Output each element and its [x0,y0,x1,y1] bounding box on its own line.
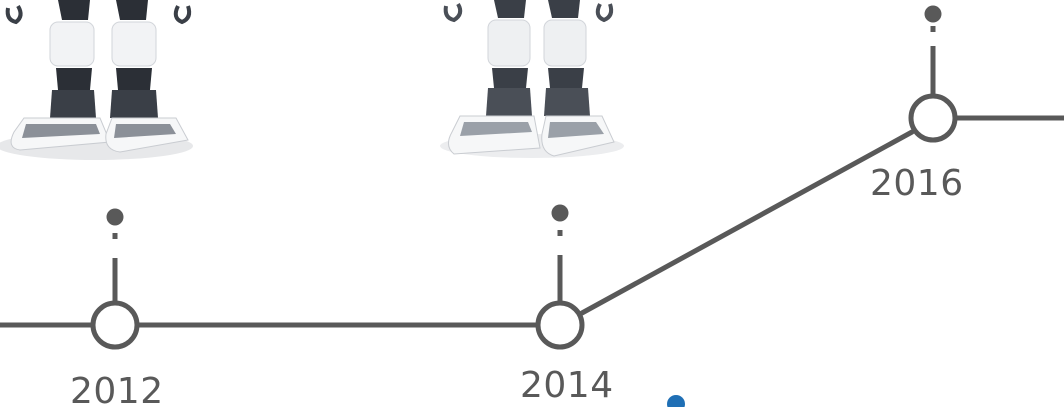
accent-dot [667,395,685,407]
milestone-2014 [535,204,585,350]
robot-image-right [440,0,624,158]
milestone-tick [557,230,563,236]
year-label-2016: 2016 [870,163,964,204]
milestone-2012 [90,208,140,350]
milestone-node [908,93,958,143]
milestone-node [535,300,585,350]
milestone-2016 [908,5,958,143]
milestone-pin-icon [106,208,124,226]
milestone-pin-icon [551,204,569,222]
year-label-2012: 2012 [70,371,164,412]
milestone-tick [112,233,118,239]
milestone-tick [930,26,936,32]
year-label-2014: 2014 [520,365,614,406]
timeline-line [0,115,1064,328]
robot-image-left [0,0,193,160]
milestone-node [90,300,140,350]
milestone-pin-icon [924,5,942,23]
